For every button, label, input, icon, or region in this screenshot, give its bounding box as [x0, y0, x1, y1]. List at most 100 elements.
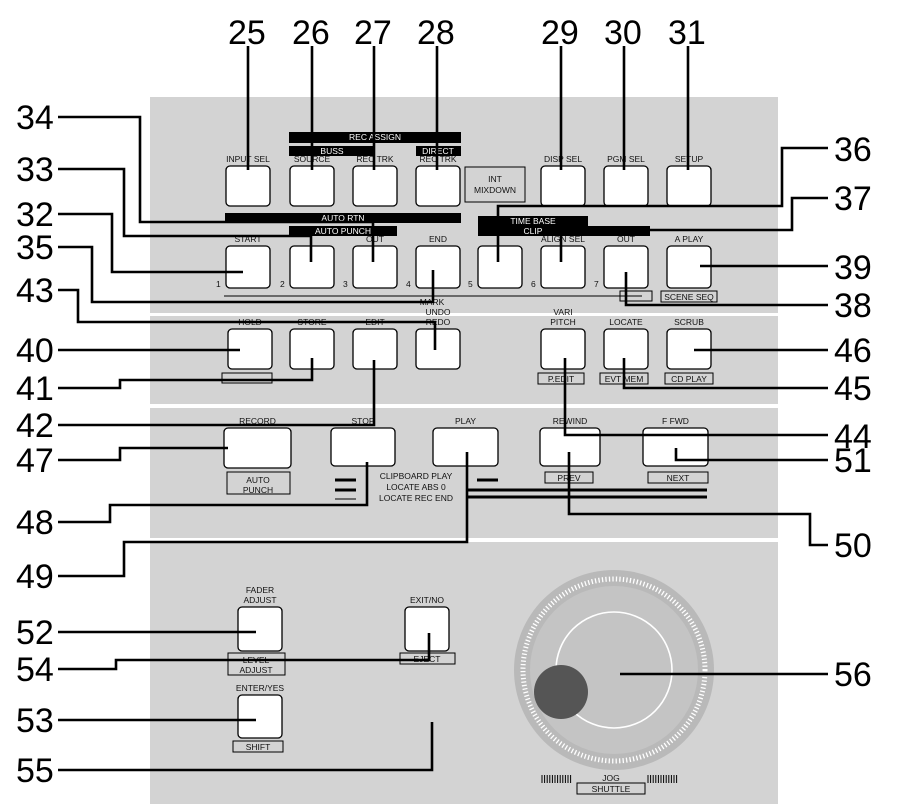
callout-number: 36 — [834, 131, 872, 169]
callout-number: 56 — [834, 656, 872, 694]
hold-sub-box — [221, 372, 273, 384]
function-bar-label: BUSS — [320, 146, 343, 156]
button-label: VARI — [553, 307, 572, 317]
callout-number: 49 — [16, 558, 54, 596]
jog-finger-dimple — [534, 665, 588, 719]
panel-button[interactable] — [540, 245, 586, 289]
panel-button[interactable] — [415, 245, 461, 289]
callout-number: 51 — [834, 442, 872, 480]
leader-line — [58, 115, 375, 262]
callout-number: 53 — [16, 702, 54, 740]
leader-line — [567, 452, 828, 547]
button-label: LOCATE — [609, 317, 643, 327]
eject-box — [399, 652, 456, 665]
button-label: PGM SEL — [607, 154, 645, 164]
jog-label: JOG — [602, 773, 619, 783]
leader-line — [622, 358, 828, 390]
shift-label: SHIFT — [246, 742, 271, 752]
panel-button[interactable] — [223, 427, 292, 469]
callout-number: 43 — [16, 272, 54, 310]
next-label: NEXT — [667, 473, 690, 483]
callout-number: 39 — [834, 249, 872, 287]
panel-button[interactable] — [330, 427, 396, 467]
button-label: OUT — [617, 234, 635, 244]
panel-button[interactable] — [477, 245, 523, 289]
scene-seq-label: SCENE SEQ — [664, 292, 714, 302]
row-digit: 7 — [594, 279, 599, 289]
jog-dial-tick-ring — [520, 576, 708, 764]
panel-button[interactable] — [540, 165, 586, 207]
leader-line — [58, 360, 376, 427]
button-label: OUT — [366, 234, 384, 244]
scene-seq-box — [660, 290, 718, 303]
panel-button[interactable] — [225, 245, 271, 289]
leader-line — [624, 272, 828, 307]
leader-line — [58, 212, 243, 274]
callout-number: 48 — [16, 504, 54, 542]
panel-button[interactable] — [237, 694, 283, 739]
panel-button[interactable] — [237, 606, 283, 652]
panel-button[interactable] — [289, 165, 335, 207]
callout-number: 45 — [834, 370, 872, 408]
panel-button[interactable] — [603, 328, 649, 370]
callout-number: 31 — [668, 14, 706, 52]
int-mixdown-label-1: INT — [488, 174, 502, 184]
callout-number: 54 — [16, 651, 54, 689]
leader-line — [674, 448, 828, 462]
mark-small-box — [619, 290, 653, 302]
leader-line — [58, 722, 434, 772]
level-adjust-box — [227, 652, 286, 676]
button-label: END — [429, 234, 447, 244]
callout-number: 34 — [16, 99, 54, 137]
panel-button[interactable] — [415, 328, 461, 370]
panel-button[interactable] — [415, 165, 461, 207]
button-label: REWIND — [553, 416, 587, 426]
button-label: RECORD — [239, 416, 276, 426]
callout-number: 29 — [541, 14, 579, 52]
button-label: STOP — [352, 416, 375, 426]
leader-line — [563, 358, 828, 437]
callout-number: 38 — [834, 287, 872, 325]
button-label: ALIGN SEL — [541, 234, 585, 244]
function-bar — [478, 216, 588, 226]
leader-line — [58, 245, 435, 304]
callout-number: 46 — [834, 332, 872, 370]
button-label: SCRUB — [674, 317, 704, 327]
leader-line — [58, 446, 228, 462]
callout-number: 44 — [834, 418, 872, 456]
int-mixdown-box — [464, 166, 526, 203]
panel-button[interactable] — [642, 427, 709, 467]
leader-line — [58, 462, 369, 524]
button-label: PLAY — [455, 416, 476, 426]
auto-punch-label-2: PUNCH — [243, 485, 273, 495]
row-digit: 4 — [406, 279, 411, 289]
callout-number: 30 — [604, 14, 642, 52]
cd-play-box — [664, 372, 714, 385]
callout-number: 32 — [16, 196, 54, 234]
button-label: REDO — [426, 317, 451, 327]
panel-button[interactable] — [225, 165, 271, 207]
next-box — [647, 471, 709, 484]
panel-button[interactable] — [352, 165, 398, 207]
callout-number: 25 — [228, 14, 266, 52]
callout-number: 55 — [16, 752, 54, 790]
callout-number: 50 — [834, 527, 872, 565]
callout-number: 26 — [292, 14, 330, 52]
function-bar — [289, 146, 374, 156]
callout-number: 28 — [417, 14, 455, 52]
panel-button[interactable] — [603, 165, 649, 207]
panel-button[interactable] — [404, 606, 450, 652]
locate-abs-label: LOCATE ABS 0 — [386, 482, 446, 492]
leader-line — [58, 452, 469, 578]
panel-button[interactable] — [432, 427, 499, 467]
callout-number: 37 — [834, 180, 872, 218]
button-label: ENTER/YES — [236, 683, 285, 693]
button-label: PITCH — [550, 317, 576, 327]
row-digit: 3 — [343, 279, 348, 289]
panel-button[interactable] — [666, 165, 712, 207]
panel-button[interactable] — [540, 328, 586, 370]
panel-button[interactable] — [352, 245, 398, 289]
function-bar — [289, 226, 397, 236]
row-digit: 1 — [216, 279, 221, 289]
pedit-box — [537, 372, 585, 385]
